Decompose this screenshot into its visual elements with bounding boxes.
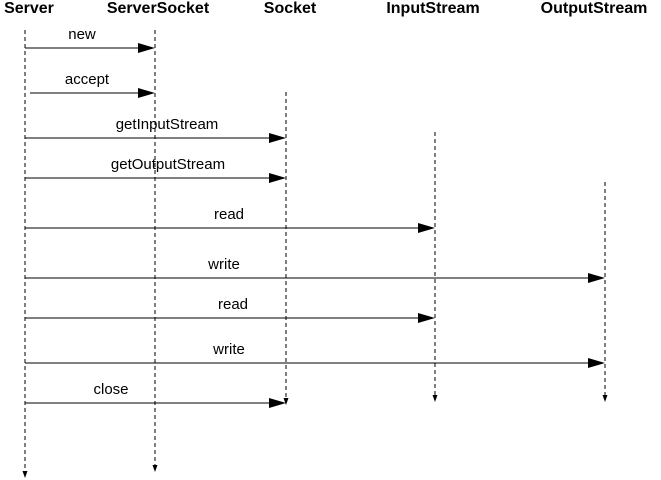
message-arrowhead-4 xyxy=(418,223,435,233)
message-read-label: read xyxy=(213,206,245,223)
lifeline-serversocket-end-arrow xyxy=(152,465,158,472)
message-arrowhead-2 xyxy=(269,133,286,143)
message-arrowhead-5 xyxy=(588,273,605,283)
message-arrowhead-8 xyxy=(269,398,286,408)
participant-socket-label: Socket xyxy=(263,0,317,17)
message-arrowhead-3 xyxy=(269,173,286,183)
message-arrowhead-1 xyxy=(138,88,155,98)
message-write-label-2: write xyxy=(213,341,245,358)
lifeline-outputstream-end-arrow xyxy=(602,395,608,402)
lifeline-socket-end-arrow xyxy=(283,398,289,405)
participant-inputstream-label: InputStream xyxy=(386,0,480,17)
message-getinputstream-label: getInputStream xyxy=(115,116,219,133)
message-accept-label: accept xyxy=(64,71,110,88)
lifeline-server-end-arrow xyxy=(22,471,28,478)
message-arrowhead-0 xyxy=(138,43,155,53)
participant-serversocket-label: ServerSocket xyxy=(106,0,210,17)
message-new-label: new xyxy=(68,26,96,43)
message-close-label: close xyxy=(93,381,129,398)
message-arrowhead-6 xyxy=(418,313,435,323)
participant-server-label: Server xyxy=(4,0,54,17)
message-write-label: write xyxy=(208,256,240,273)
lifeline-inputstream-end-arrow xyxy=(432,395,438,402)
message-arrowhead-7 xyxy=(588,358,605,368)
message-read-label-2: read xyxy=(217,296,249,313)
participant-outputstream-label: OutputStream xyxy=(540,0,648,17)
message-getoutputstream-label: getOutputStream xyxy=(110,156,226,173)
